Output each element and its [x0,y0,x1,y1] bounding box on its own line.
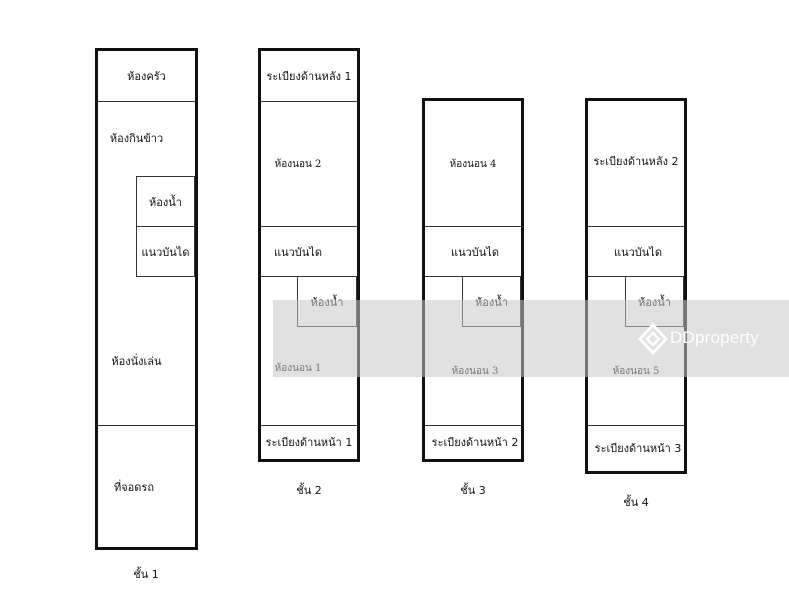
wall [425,425,521,426]
floor-1-plan: ห้องครัว ห้องกินข้าว ห้องน้ำ แนวบันได ห้… [95,48,198,550]
floor-2-plan: ระเบียงด้านหลัง 1 ห้องนอน 2 แนวบันได ห้อ… [258,48,360,462]
room-parking: ที่จอดรถ [113,481,154,494]
room-kitchen: ห้องครัว [127,70,166,83]
stair-area: แนวบันได [614,245,662,259]
watermark-brand: DDproperty [670,328,759,347]
watermark-band [273,300,789,377]
room-bathroom: ห้องน้ำ [136,176,195,227]
stair-area: แนวบันได [136,226,195,277]
floor-1-label: ชั้น 1 [133,568,159,581]
bedroom-4: ห้องนอน 4 [449,158,497,170]
balcony-front-1: ระเบียงด้านหน้า 1 [265,436,353,449]
wall [261,101,357,102]
room-dining: ห้องกินข้าว [109,132,164,145]
room-living: ห้องนั่งเล่น [111,355,162,368]
floor-3-plan: ห้องนอน 4 แนวบันได ห้องน้ำ ห้องนอน 3 ระเ… [422,98,524,462]
stair-area: แนวบันได [274,245,322,259]
wall [98,101,195,102]
stair-area: แนวบันได [451,245,499,259]
wall [588,425,684,426]
dd-diamond-logo-icon [637,322,669,356]
balcony-front-2: ระเบียงด้านหน้า 2 [431,436,519,449]
wall [261,425,357,426]
floor-2-label: ชั้น 2 [296,484,322,497]
wall [98,425,195,426]
bedroom-2: ห้องนอน 2 [274,158,322,170]
balcony-front-3: ระเบียงด้านหน้า 3 [594,442,682,455]
floor-4-label: ชั้น 4 [623,496,649,509]
floor-3-label: ชั้น 3 [460,484,486,497]
balcony-rear-1: ระเบียงด้านหลัง 1 [266,70,352,83]
wall [261,226,357,227]
wall [588,226,684,227]
wall [425,226,521,227]
balcony-rear-2: ระเบียงด้านหลัง 2 [593,155,679,168]
floor-4-plan: ระเบียงด้านหลัง 2 แนวบันได ห้องน้ำ ห้องน… [585,98,687,474]
